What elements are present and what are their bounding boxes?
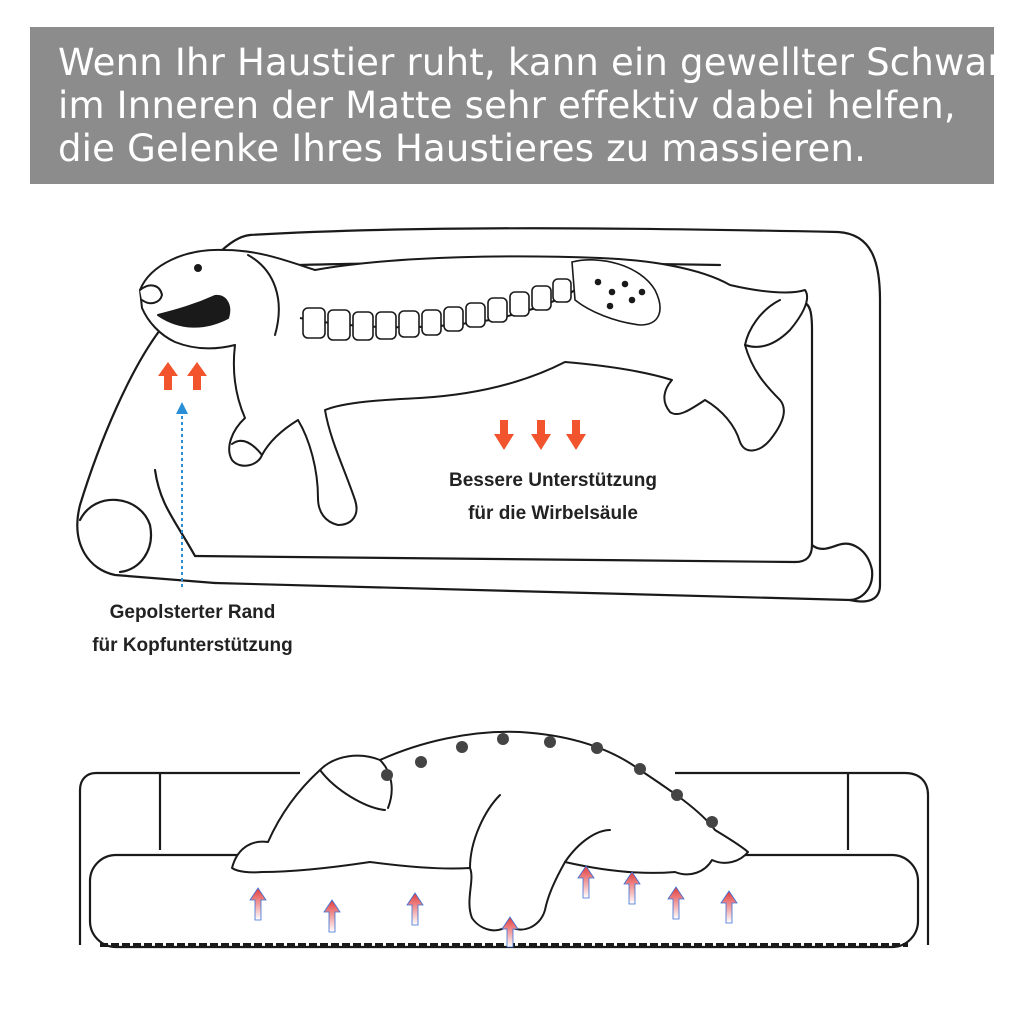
double-up-arrow-icon bbox=[158, 362, 207, 390]
spine-illustration bbox=[299, 259, 661, 341]
spine-label-line-2: für die Wirbelsäule bbox=[468, 503, 638, 524]
dog-side-view bbox=[231, 730, 749, 932]
banner-text: Wenn Ihr Haustier ruht, kann ein gewellt… bbox=[58, 41, 1024, 170]
spine-label-line-1: Bessere Unterstützung bbox=[449, 470, 657, 491]
guide-line bbox=[176, 402, 188, 588]
banner-line-3: die Gelenke Ihres Haustieres zu massiere… bbox=[58, 127, 867, 170]
header-banner: Wenn Ihr Haustier ruht, kann ein gewellt… bbox=[30, 27, 1024, 184]
bed-side-view bbox=[78, 771, 930, 949]
padded-edge-label: Gepolsterter Rand für Kopfunterstützung bbox=[50, 596, 335, 662]
triple-down-arrow-icon bbox=[494, 420, 586, 450]
banner-line-1: Wenn Ihr Haustier ruht, kann ein gewellt… bbox=[58, 41, 1024, 84]
edge-label-line-1: Gepolsterter Rand bbox=[109, 602, 276, 623]
spine-support-label: Bessere Unterstützung für die Wirbelsäul… bbox=[420, 464, 686, 530]
banner-line-2: im Inneren der Matte sehr effektiv dabei… bbox=[58, 84, 956, 127]
spine-dots bbox=[381, 733, 718, 828]
edge-label-line-2: für Kopfunterstützung bbox=[92, 635, 293, 656]
pressure-up-arrow-icon bbox=[249, 865, 738, 948]
